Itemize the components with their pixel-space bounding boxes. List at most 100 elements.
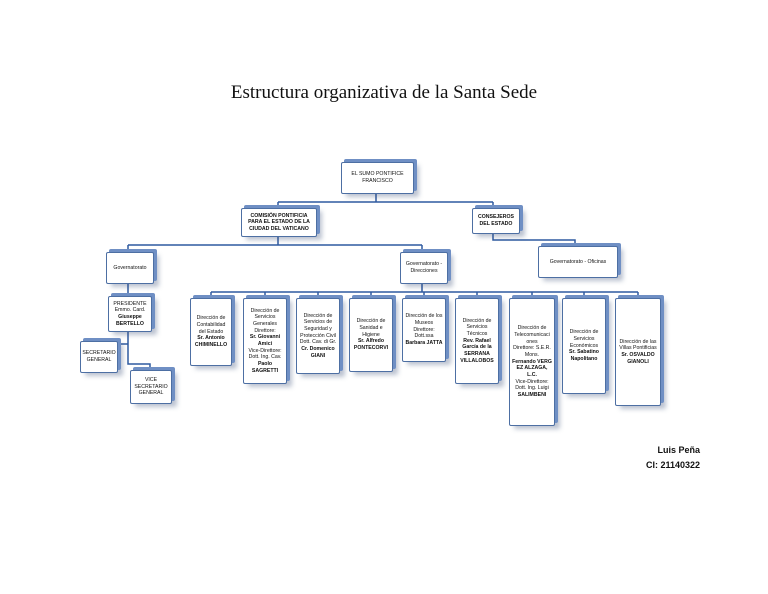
box-text: Dott.ssa [414,333,434,340]
box-text: Servicios [573,336,595,343]
connector-consejeros [492,234,576,246]
box-text: Económicos [569,342,599,349]
box-text: BERTELLO [116,320,144,327]
box-text: Sr. Antonio [197,335,225,342]
box-text: del Estado [198,328,224,335]
box-text: Sr. Giovanni [249,334,281,341]
box-text: Giuseppe [118,314,142,320]
box-text: PONTECORVI [353,344,389,351]
box-text: Governatorato - [405,261,443,268]
box-text: SERRANA [464,350,490,357]
box-text: Governatorato [113,264,147,271]
box-text: VILLALOBOS [460,357,494,364]
box-vice-secretario-general: VICE SECRETARIO GENERAL [130,370,172,404]
box-text: EL SUMO PONTIFICE [351,171,404,178]
connector-pontifice [277,194,494,208]
box-text: Dirección de los [405,313,443,320]
box-text: Vice-Direttore: [248,347,282,354]
box-text: GENERAL [86,357,112,363]
box-text: Técnicos [466,331,488,338]
box-text: Dott. Ing. Luigi [515,385,549,392]
box-text: Higiene [362,331,380,338]
box-text: Villas Pontificias [619,345,657,352]
box-dir-sanidad: Dirección de Sanidad e Higiene Sr. Alfre… [349,298,393,372]
box-text: CHIMINELLO [194,341,228,348]
box-text: Dirección de [569,329,599,336]
box-text: ones [526,338,538,345]
box-text: Museos [414,320,434,327]
box-text: Servicios [466,324,488,331]
box-text: Rev. Rafael [463,337,491,344]
box-text: Servicios de [303,319,333,326]
box-text: Direcciones [410,268,438,274]
connector-presidente [113,332,151,370]
box-text: Seguridad y [304,326,332,333]
box-text: Direttore: [413,326,435,333]
box-text: Dott. Cav. di Gr. [299,339,337,346]
box-dir-contabilidad: Dirección de Contabilidad del Estado Sr.… [190,298,232,366]
box-text: Napolitano [570,355,598,362]
box-text: Dott. Ing. Cav. [248,354,282,361]
box-text: Amici [257,341,273,347]
box-text: PRESIDENTE [113,300,147,307]
box-text: Dirección de [303,312,333,319]
box-text: Emmo. Card. [114,307,146,314]
box-text: Servicios [254,314,276,321]
box-gobernatorato-oficinas: Governatorato - Oficinas [538,246,618,278]
page-title: Estructura organizativa de la Santa Sede [230,82,538,103]
box-text: Mons. [524,352,540,359]
box-text: Generales [253,321,277,328]
box-text: Sr. Sabatino [569,349,599,356]
box-text: Dirección de las [619,338,657,345]
connector-comision [127,237,423,252]
box-text: SAGRETTI [251,367,279,374]
box-text: Paolo [257,360,273,367]
box-text: Dirección de [250,307,280,314]
box-text: SECRETARIO [82,350,116,357]
box-secretario-general: SECRETARIO GENERAL [80,341,118,373]
box-dir-seguridad: Dirección de Servicios de Seguridad y Pr… [296,298,340,374]
box-text: GENERAL [138,390,164,397]
box-gobernatorato: Governatorato [106,252,154,284]
box-sumo-pontifice: EL SUMO PONTIFICE FRANCISCO [341,162,414,194]
box-text: DEL ESTADO [479,221,513,227]
box-text: FRANCISCO [362,178,393,184]
box-text: Direttore: [254,327,276,334]
box-text: Sanidad e [359,325,383,332]
box-gobernatorato-direcciones: Governatorato - Direcciones [400,252,448,284]
author-ci: CI: 21140322 [645,460,700,470]
box-text: CIUDAD DEL VATICANO [249,225,309,232]
box-consejeros: CONSEJEROS DEL ESTADO [472,208,520,234]
box-text: EZ ALZAGA, L.C. [516,365,548,378]
box-text: GIANOLI [627,358,649,365]
box-text: Barbara JATTA [405,339,443,346]
box-text: Telecomunicaci [514,332,550,339]
box-text: COMISIÓN PONTIFICIA [250,212,308,219]
box-dir-economicos: Dirección de Servicios Económicos Sr. Sa… [562,298,606,394]
box-dir-tecnicos: Dirección de Servicios Técnicos Rev. Raf… [455,298,499,384]
box-text: GIANI [310,352,326,359]
box-text: Dirección de [462,317,492,324]
box-text: Vice-Direttore: [515,378,549,385]
box-text: Dirección de [517,325,547,332]
box-text: CONSEJEROS [477,214,515,221]
box-dir-servicios-generales: Dirección de Servicios Generales Diretto… [243,298,287,384]
box-text: Fernando VERG [512,358,552,365]
box-dir-museos: Dirección de los Museos Direttore: Dott.… [402,298,446,362]
box-text: García de la [462,344,492,351]
box-text: Governatorato - Oficinas [549,258,607,265]
box-text: Dirección de [356,318,386,325]
box-comision-pontificia: COMISIÓN PONTIFICIA PARA EL ESTADO DE LA… [241,208,317,237]
box-presidente: PRESIDENTE Emmo. Card. Giuseppe BERTELLO [108,296,152,332]
connector-direcciones [210,284,639,298]
box-text: Direttore: S.E.R. [513,345,551,352]
box-text: Sr. OSVALDO [621,352,655,358]
box-text: SECRETARIO [134,383,168,390]
box-text: Contabilidad [196,322,226,329]
box-text: VICE [144,377,158,384]
box-text: Protección Civil [300,332,336,339]
box-text: PARA EL ESTADO DE LA [248,219,310,226]
author-name: Luis Peña [657,445,700,455]
box-text: SALIMBENI [517,391,547,398]
